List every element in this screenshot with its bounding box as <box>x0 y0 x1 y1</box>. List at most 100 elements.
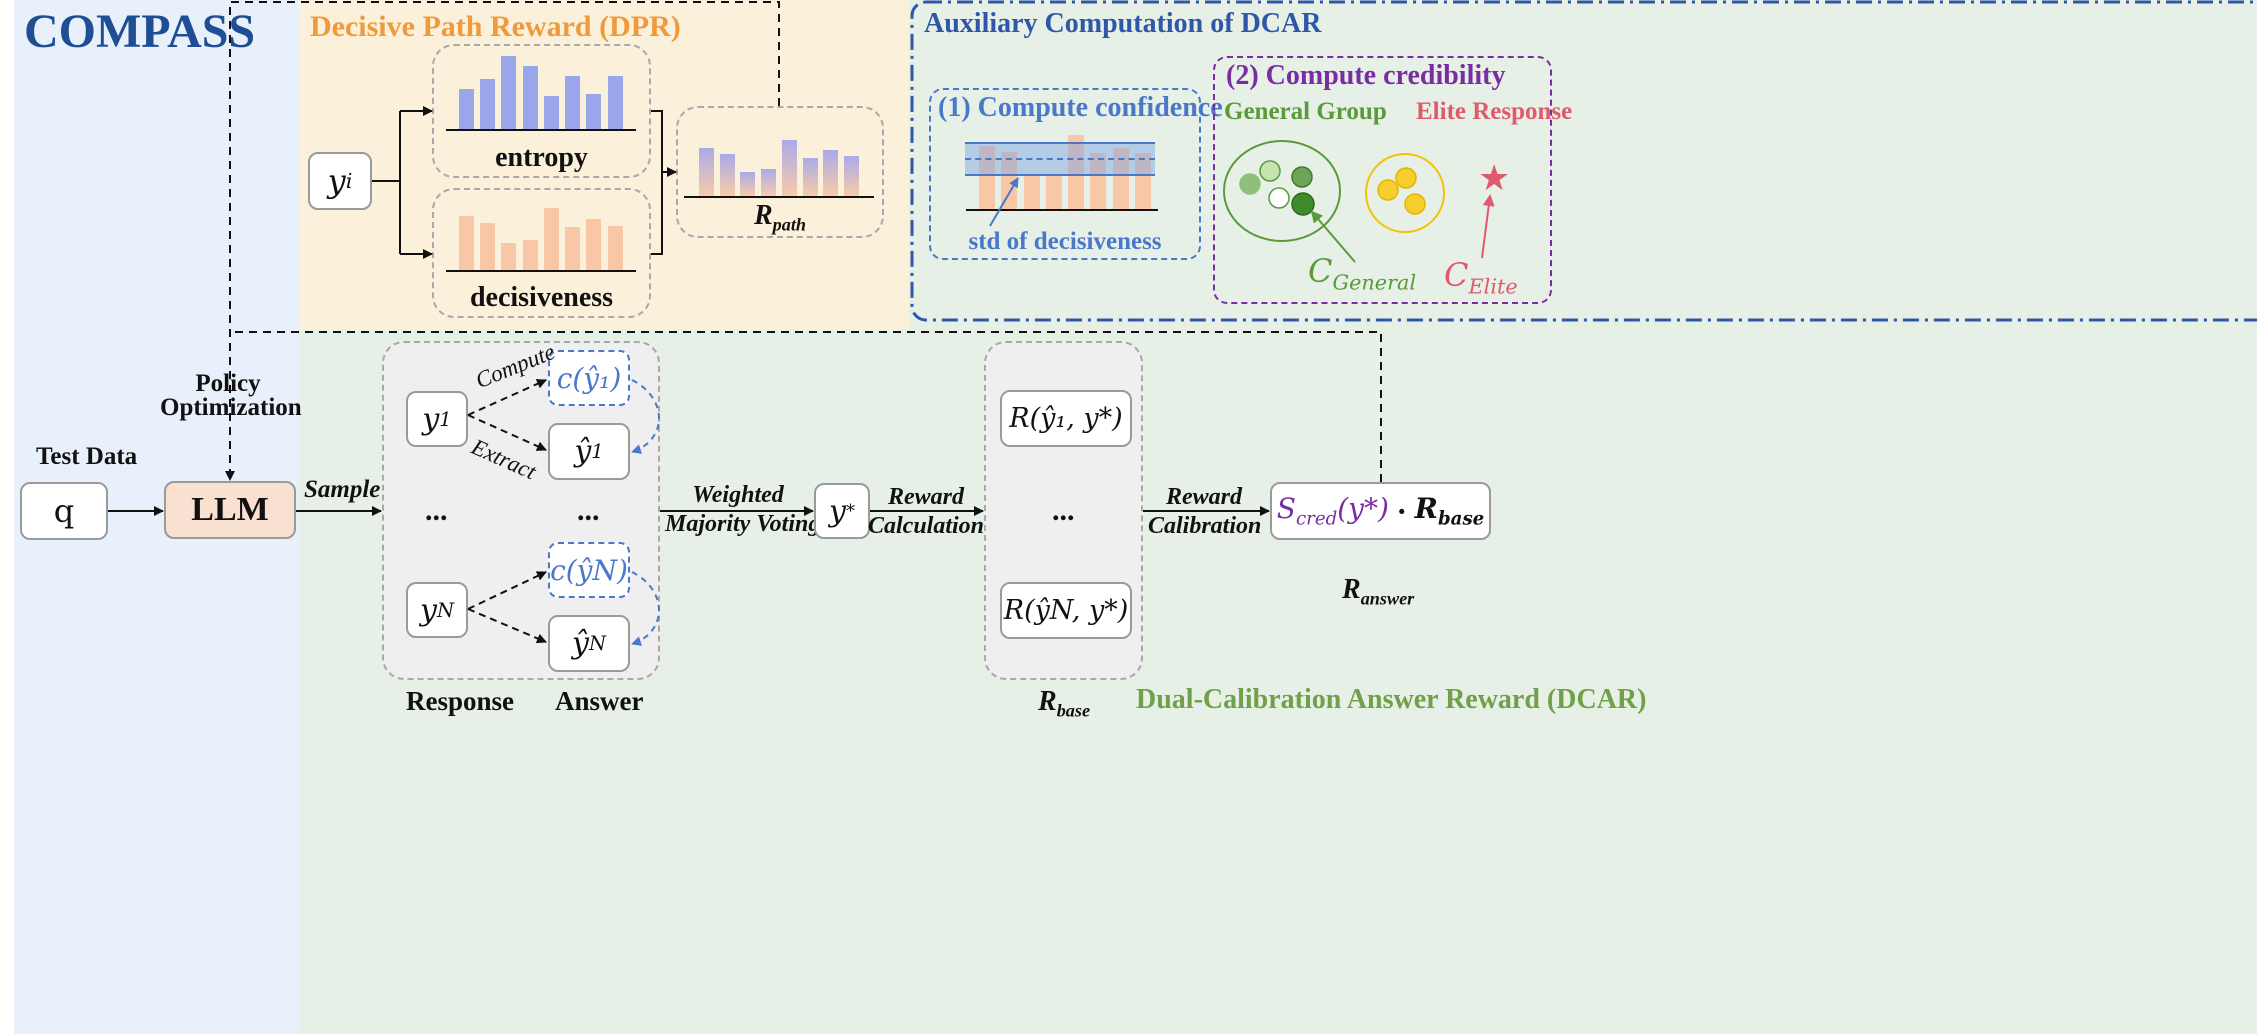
confidence-title: (1) Compute confidence <box>938 92 1223 123</box>
c-yhat1-node: c(ŷ₁) <box>548 350 630 406</box>
decisiveness-bar-3 <box>501 243 516 270</box>
test-data-label: Test Data <box>36 443 138 470</box>
r1-node: R(ŷ₁, y*) <box>1000 390 1132 447</box>
ystar-node: y* <box>814 483 870 539</box>
entropy-bar-6 <box>565 76 580 129</box>
c-elite-label: CElite <box>1444 256 1518 299</box>
answer-label: Answer <box>555 686 644 716</box>
rbase-label: Rbase <box>1038 686 1091 721</box>
aux-panel-bg <box>909 0 2257 330</box>
rbase-ellipsis: ... <box>1052 494 1075 527</box>
policy-label-1: Policy <box>195 370 261 397</box>
entropy-bar-chart <box>456 56 626 129</box>
reward-calc-label-2: Calculation <box>867 513 985 539</box>
credibility-title: (2) Compute credibility <box>1226 60 1506 91</box>
decisiveness-bar-5 <box>544 208 559 270</box>
decisiveness-bar-1 <box>459 216 474 270</box>
policy-loop-lower <box>230 331 1382 482</box>
aux-border <box>910 0 2257 322</box>
entropy-bar-7 <box>586 94 601 129</box>
decisiveness-bar-6 <box>565 227 580 270</box>
entropy-bar-3 <box>501 56 516 129</box>
decisiveness-bar-chart <box>456 196 626 270</box>
elite-star-icon: ★ <box>1478 158 1511 199</box>
yi-main: y <box>327 162 346 200</box>
confidence-bar-chart <box>976 134 1154 209</box>
rpath-bar-7 <box>823 150 838 196</box>
yi-fork <box>372 110 432 255</box>
confidence-bar-8 <box>1135 153 1151 209</box>
confidence-bar-3 <box>1024 176 1040 209</box>
merge-bracket <box>651 110 676 255</box>
rN-node: R(ŷN, y*) <box>1000 582 1132 639</box>
c-yhatN-node: c(ŷN) <box>548 542 630 598</box>
rpath-bar-4 <box>761 169 776 196</box>
entropy-box <box>432 44 651 178</box>
ranswer-label: Ranswer <box>1342 574 1415 609</box>
aux-title: Auxiliary Computation of DCAR <box>924 8 1322 39</box>
llm-node: LLM <box>164 481 296 539</box>
elite-group-circle <box>1365 153 1445 233</box>
dcar-title: Dual-Calibration Answer Reward (DCAR) <box>1136 684 1647 715</box>
std-mean-line <box>965 158 1155 160</box>
confidence-bar-6 <box>1090 153 1106 209</box>
weighted-label-1: Weighted <box>692 482 784 508</box>
entropy-bar-2 <box>480 79 495 129</box>
answer-ellipsis: ... <box>577 494 600 527</box>
entropy-bar-1 <box>459 89 474 129</box>
std-label: std of decisiveness <box>968 228 1162 255</box>
rpath-bar-8 <box>844 156 859 196</box>
reward-calib-label-1: Reward <box>1165 484 1242 510</box>
confidence-bar-1 <box>979 146 995 209</box>
confidence-box <box>929 88 1201 260</box>
reward-calc-label-1: Reward <box>887 484 964 510</box>
rpath-bar-1 <box>699 148 714 196</box>
policy-loop-top <box>225 1 780 481</box>
rpath-bar-3 <box>740 172 755 196</box>
confidence-bar-7 <box>1113 148 1129 209</box>
confidence-bar-4 <box>1046 175 1062 209</box>
confidence-bar-2 <box>1001 152 1017 209</box>
decisiveness-bar-4 <box>523 240 538 270</box>
rpath-bar-2 <box>720 154 735 196</box>
yi-sub: i <box>345 169 353 193</box>
decisiveness-box <box>432 188 651 318</box>
general-group-ellipse <box>1223 140 1341 242</box>
rpath-bar-chart <box>696 122 862 196</box>
rpath-baseline <box>684 196 874 198</box>
decisiveness-label: decisiveness <box>469 282 614 313</box>
decisiveness-bar-8 <box>608 226 623 270</box>
entropy-baseline <box>446 129 636 131</box>
entropy-bar-8 <box>608 76 623 129</box>
entropy-bar-4 <box>523 66 538 129</box>
decisiveness-bar-7 <box>586 219 601 270</box>
reward-calib-label-2: Calibration <box>1148 513 1262 539</box>
entropy-bar-5 <box>544 96 559 129</box>
entropy-label: entropy <box>495 142 588 173</box>
response-ellipsis: ... <box>425 494 448 527</box>
response-label: Response <box>406 686 515 716</box>
diagram-title: COMPASS <box>24 5 256 58</box>
rpath-bar-6 <box>803 158 818 196</box>
dpr-title: Decisive Path Reward (DPR) <box>310 10 681 43</box>
rpath-bar-5 <box>782 140 797 196</box>
scred-node: Scred(y*) · Rbase <box>1270 482 1491 540</box>
q-node: q <box>20 482 108 540</box>
elite-response-label: Elite Response <box>1416 98 1573 125</box>
decisiveness-bar-2 <box>480 223 495 270</box>
credibility-box <box>1213 56 1552 304</box>
c-general-label: CGeneral <box>1308 252 1417 295</box>
weighted-label-2: Majority Voting <box>665 511 821 537</box>
rpath-label: Rpath <box>753 200 807 235</box>
general-group-label: General Group <box>1224 98 1387 125</box>
confidence-bar-5 <box>1068 135 1084 209</box>
confidence-baseline <box>966 209 1158 211</box>
sample-label: Sample <box>304 476 381 503</box>
decisiveness-baseline <box>446 270 636 272</box>
